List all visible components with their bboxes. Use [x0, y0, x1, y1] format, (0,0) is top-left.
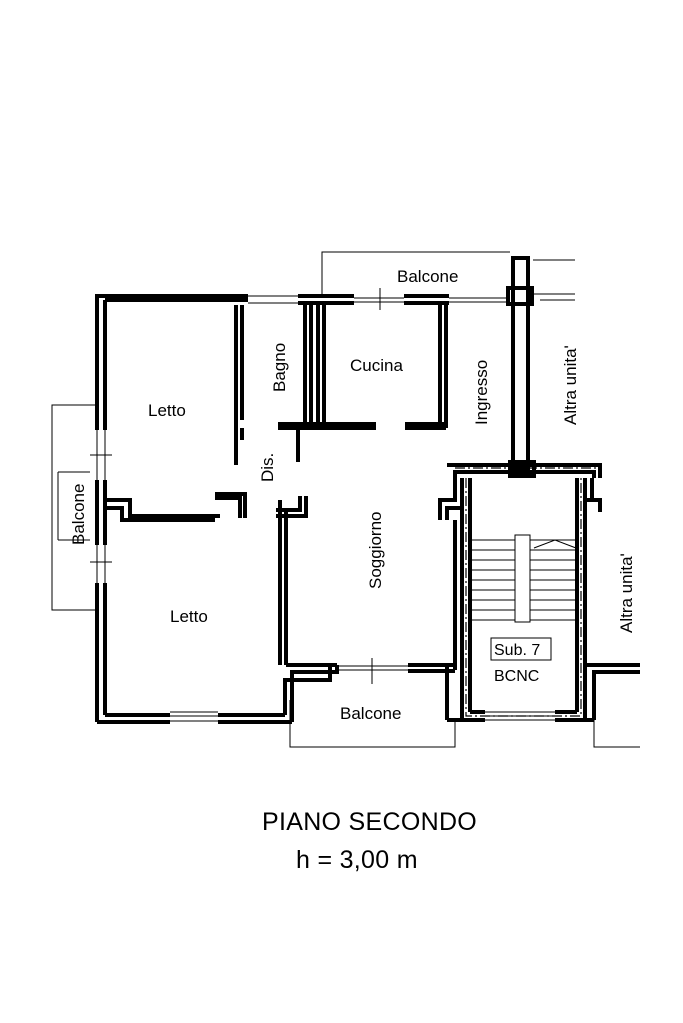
height-note: h = 3,00 m: [296, 846, 418, 874]
bcnc-label: BCNC: [494, 668, 539, 685]
balcone-top-label: Balcone: [397, 267, 458, 286]
bagno-label: Bagno: [270, 343, 289, 392]
letto-top-label: Letto: [148, 401, 186, 420]
balcony-outlines: [51, 251, 640, 748]
dis-label: Dis.: [258, 453, 277, 482]
walls: [95, 256, 640, 724]
altra-unita-right-label: Altra unita': [617, 553, 636, 633]
cucina-label: Cucina: [350, 356, 403, 375]
balcone-bottom-label: Balcone: [340, 704, 401, 723]
balcone-left-label: Balcone: [69, 484, 88, 545]
boundary-lines: [455, 467, 597, 717]
sub7-label: Sub. 7: [494, 642, 540, 659]
letto-bottom-label: Letto: [170, 607, 208, 626]
soggiorno-label: Soggiorno: [366, 511, 385, 589]
ingresso-label: Ingresso: [472, 360, 491, 425]
plan-title: PIANO SECONDO: [262, 808, 478, 836]
altra-unita-top-label: Altra unita': [561, 345, 580, 425]
staircase: [470, 534, 577, 661]
